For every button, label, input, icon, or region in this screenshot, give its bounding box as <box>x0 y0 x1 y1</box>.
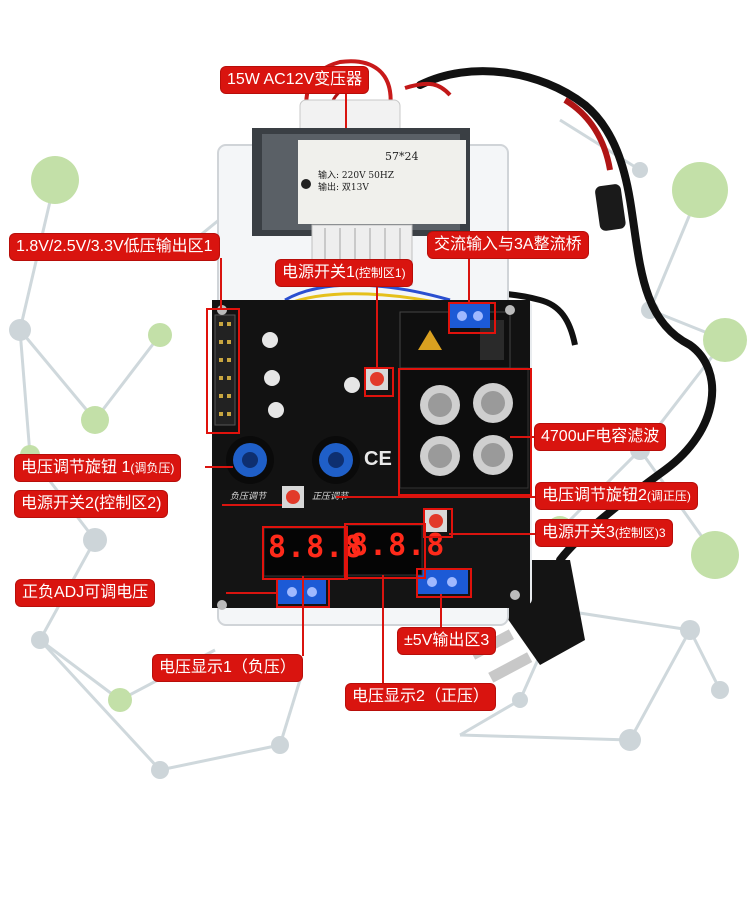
switch-3-box <box>423 508 453 538</box>
label-display-2: 电压显示2（正压） <box>346 684 495 710</box>
capacitor-box <box>398 368 532 496</box>
label-low-voltage-zone-text: 1.8V/2.5V/3.3V低压输出区1 <box>16 238 213 255</box>
leader-adj <box>226 592 276 594</box>
label-5v-output: ±5V输出区3 <box>398 628 496 654</box>
label-ac-input-text: 交流输入与3A整流桥 <box>434 236 582 253</box>
leader-knob-1 <box>205 466 233 468</box>
display-1-box <box>262 526 348 580</box>
label-knob-2: 电压调节旋钮2(调正压) <box>536 483 697 509</box>
label-power-switch-1-text: 电源开关1 <box>282 264 355 281</box>
label-transformer: 15W AC12V变压器 <box>221 67 369 93</box>
label-knob-2-sub: (调正压) <box>646 489 691 503</box>
label-knob-2-text: 电压调节旋钮2 <box>542 487 647 504</box>
label-capacitor: 4700uF电容滤波 <box>535 424 666 450</box>
ce-mark: CE <box>364 448 392 470</box>
label-power-switch-3: 电源开关3(控制区)3 <box>536 520 672 546</box>
label-power-switch-3-text: 电源开关3 <box>542 524 615 541</box>
leader-display-2 <box>382 575 384 683</box>
label-power-switch-1-sub: (控制区1) <box>354 266 406 280</box>
switch-1-box <box>364 367 394 397</box>
leader-low-voltage <box>220 258 222 308</box>
low-voltage-zone-box <box>206 308 240 434</box>
leader-display-1 <box>302 576 304 656</box>
leader-knob-2 <box>336 496 536 498</box>
label-low-voltage-zone: 1.8V/2.5V/3.3V低压输出区1 <box>10 234 219 260</box>
label-display-2-text: 电压显示2（正压） <box>352 688 489 705</box>
transformer-spec-2: 输出: 双13V <box>318 183 369 193</box>
label-adj-voltage-text: 正负ADJ可调电压 <box>22 584 149 601</box>
label-ac-input: 交流输入与3A整流桥 <box>428 232 588 258</box>
leader-switch-2-h <box>222 504 282 506</box>
label-capacitor-text: 4700uF电容滤波 <box>541 428 660 445</box>
leader-switch-1 <box>376 283 378 367</box>
transformer-model: 57*24 <box>385 150 419 163</box>
leader-transformer <box>345 92 347 128</box>
label-display-1-text: 电压显示1（负压） <box>159 659 296 676</box>
display-2-box <box>344 523 426 579</box>
label-knob-1-text: 电压调节旋钮 1 <box>21 459 131 476</box>
label-power-switch-2: 电源开关2(控制区2) <box>15 491 168 517</box>
leader-switch-3 <box>449 533 539 535</box>
label-power-switch-3-sub: (控制区)3 <box>614 526 666 540</box>
label-adj-voltage: 正负ADJ可调电压 <box>16 580 155 606</box>
leader-ac-input <box>468 256 470 302</box>
leader-5v <box>440 594 442 628</box>
5v-output-box <box>416 568 472 598</box>
label-power-switch-2-text: 电源开关2(控制区2) <box>21 495 162 512</box>
label-knob-1: 电压调节旋钮 1(调负压) <box>15 455 181 481</box>
label-knob-1-sub: (调负压) <box>130 461 175 475</box>
silk-positive-adjust: 正压调节 <box>312 491 349 501</box>
transformer-spec-1: 输入: 220V 50HZ <box>318 171 394 181</box>
label-display-1: 电压显示1（负压） <box>153 655 302 681</box>
ac-input-box <box>448 302 496 334</box>
label-5v-output-text: ±5V输出区3 <box>404 632 490 649</box>
silk-negative-adjust: 负压调节 <box>230 491 267 501</box>
leader-capacitor <box>510 436 536 438</box>
label-transformer-text: 15W AC12V变压器 <box>227 71 363 88</box>
label-power-switch-1: 电源开关1(控制区1) <box>276 260 412 286</box>
